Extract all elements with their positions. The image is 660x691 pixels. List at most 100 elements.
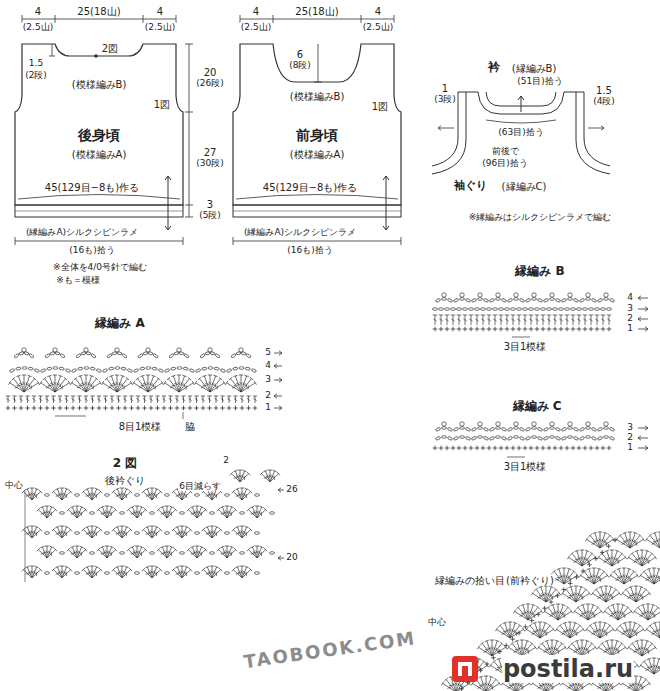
double-crochet [654, 574, 660, 584]
annotation: (2.5山) [144, 22, 176, 32]
dimension-line [15, 237, 16, 245]
chain-stitch [543, 436, 549, 440]
double-crochet [577, 315, 581, 325]
double-crochet [451, 315, 455, 325]
single-crochet [149, 406, 154, 411]
double-crochet [564, 574, 579, 584]
chain-stitch [460, 298, 465, 301]
picot [586, 422, 590, 426]
chain-stitch [555, 427, 561, 431]
double-crochet [149, 396, 153, 403]
single-crochet [583, 446, 588, 451]
single-crochet [445, 327, 450, 332]
chain-stitch [120, 552, 125, 555]
single-crochet [530, 618, 535, 623]
chain-stitch [573, 427, 579, 431]
dimension-line [15, 241, 183, 242]
chain-stitch [541, 308, 546, 311]
picot [239, 348, 243, 352]
single-crochet [553, 446, 558, 451]
double-crochet [439, 315, 443, 325]
double-crochet [100, 506, 107, 518]
double-crochet [493, 315, 497, 325]
picot [478, 422, 482, 426]
chain-stitch [550, 427, 555, 430]
double-crochet [122, 528, 132, 538]
text-holder: (2.5山) [362, 23, 394, 33]
double-crochet [576, 682, 591, 691]
double-crochet [653, 532, 660, 548]
double-crochet [160, 546, 167, 558]
double-crochet [257, 548, 267, 558]
chain-stitch [195, 532, 200, 535]
single-crochet [574, 575, 579, 580]
chain-stitch [435, 436, 441, 440]
dimension-line [55, 15, 56, 23]
double-crochet [105, 377, 117, 392]
text-holder: (縁編みB) [511, 63, 558, 74]
picot [177, 348, 181, 352]
annotation: (縁編みB) [511, 63, 558, 74]
dimension-line [185, 112, 193, 113]
chain-stitch [537, 436, 543, 440]
chain-stitch [487, 308, 492, 311]
annotation: 4 [252, 6, 260, 17]
double-crochet [540, 624, 552, 638]
text-holder: 1 [626, 443, 634, 453]
chain-stitch [453, 436, 459, 440]
chain-stitch [532, 436, 537, 439]
text-holder: (96目)拾う [481, 159, 528, 169]
picot [532, 422, 536, 426]
chain-stitch [270, 512, 275, 515]
single-crochet [233, 406, 238, 411]
direction-arrow [638, 436, 648, 440]
double-crochet [220, 546, 227, 558]
text-holder: 袖ぐり [453, 180, 488, 192]
text-holder: 後身頃 [77, 128, 121, 143]
double-crochet [110, 396, 114, 403]
double-crochet [654, 568, 660, 584]
double-crochet [257, 508, 267, 518]
chain-stitch [76, 353, 82, 358]
single-crochet [559, 327, 564, 332]
double-crochet [242, 568, 252, 578]
chain-stitch [439, 308, 444, 311]
double-crochet [152, 528, 162, 538]
double-crochet [617, 568, 624, 584]
text-holder: 45(129目−8も)作る [262, 182, 358, 193]
double-crochet [270, 472, 280, 482]
double-crochet [557, 568, 564, 584]
chain-stitch [171, 367, 176, 371]
chain-stitch [573, 436, 579, 440]
chain-stitch [447, 436, 453, 440]
double-crochet [130, 506, 137, 518]
annotation: 前後で [491, 146, 520, 156]
chain-stitch [75, 572, 80, 575]
chain-stitch [105, 572, 110, 575]
double-crochet [511, 315, 515, 325]
chain-stitch [589, 308, 594, 311]
chain-stitch [169, 353, 175, 358]
double-crochet [635, 550, 642, 566]
double-crochet [53, 375, 57, 392]
single-crochet [12, 406, 17, 411]
chain-stitch [140, 367, 145, 371]
chain-stitch [165, 572, 170, 575]
double-crochet [595, 315, 599, 325]
chain-stitch [240, 512, 245, 515]
direction-arrow [638, 446, 648, 450]
double-crochet [55, 526, 62, 538]
annotation: 3 [264, 374, 272, 384]
chain-stitch [573, 298, 579, 302]
chart-title: 袖ぐり [453, 179, 488, 192]
double-crochet [227, 396, 231, 403]
double-crochet [654, 658, 660, 674]
chain-stitch [240, 552, 245, 555]
picot [532, 293, 536, 297]
chain-stitch [447, 427, 453, 431]
annotation: 3 [626, 303, 634, 313]
double-crochet [24, 381, 39, 392]
chain-stitch [447, 298, 453, 302]
double-crochet [634, 676, 638, 691]
chain-stitch [255, 532, 260, 535]
